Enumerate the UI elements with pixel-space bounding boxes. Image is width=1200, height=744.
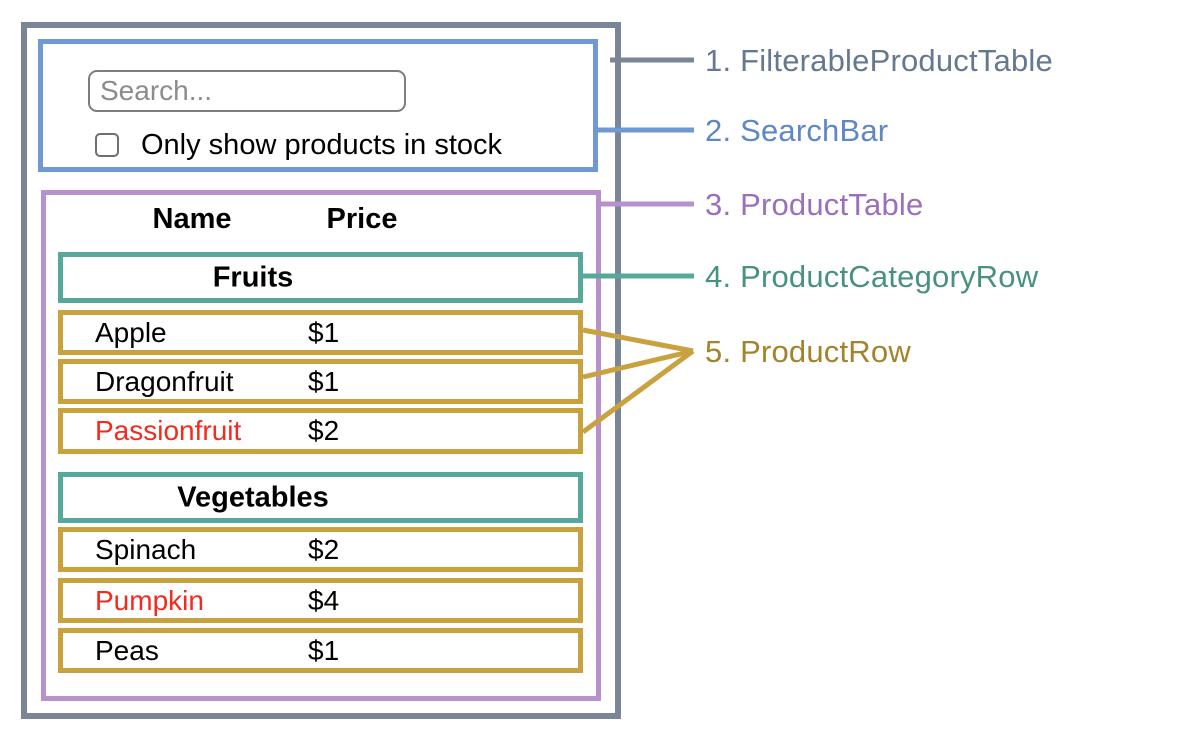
product-row-pumpkin: Pumpkin $4 <box>58 578 583 623</box>
product-price: $2 <box>308 533 340 565</box>
in-stock-filter: Only show products in stock <box>95 128 503 161</box>
product-price: $1 <box>308 365 340 397</box>
column-header-name: Name <box>152 203 232 235</box>
product-category-row-fruits: Fruits <box>58 252 583 303</box>
search-input[interactable] <box>88 70 406 112</box>
search-bar-outline <box>38 39 598 172</box>
product-row-dragonfruit: Dragonfruit $1 <box>58 359 583 404</box>
legend-item-product-table: 3. ProductTable <box>705 187 924 222</box>
legend-item-search-bar: 2. SearchBar <box>705 113 889 148</box>
product-table-outline <box>41 190 601 701</box>
in-stock-checkbox[interactable] <box>95 133 119 157</box>
product-name: Dragonfruit <box>95 365 234 397</box>
in-stock-checkbox-label: Only show products in stock <box>141 128 503 161</box>
product-name: Spinach <box>95 533 197 565</box>
legend-item-filterable-product-table: 1. FilterableProductTable <box>705 43 1053 78</box>
legend-item-product-row: 5. ProductRow <box>705 334 911 369</box>
product-name: Apple <box>95 316 167 348</box>
legend-item-product-category-row: 4. ProductCategoryRow <box>705 259 1039 294</box>
category-label: Fruits <box>212 261 294 293</box>
product-name: Peas <box>95 634 159 666</box>
product-row-spinach: Spinach $2 <box>58 527 583 572</box>
category-label: Vegetables <box>177 481 329 513</box>
product-row-apple: Apple $1 <box>58 310 583 355</box>
product-price: $1 <box>308 634 340 666</box>
product-name-out-of-stock: Pumpkin <box>95 584 204 616</box>
column-header-price: Price <box>326 203 398 235</box>
product-price: $1 <box>308 316 340 348</box>
product-row-passionfruit: Passionfruit $2 <box>58 408 583 454</box>
product-row-peas: Peas $1 <box>58 628 583 673</box>
product-name-out-of-stock: Passionfruit <box>95 415 242 446</box>
product-price: $4 <box>308 584 340 616</box>
product-category-row-vegetables: Vegetables <box>58 472 583 523</box>
product-price: $2 <box>308 415 340 446</box>
